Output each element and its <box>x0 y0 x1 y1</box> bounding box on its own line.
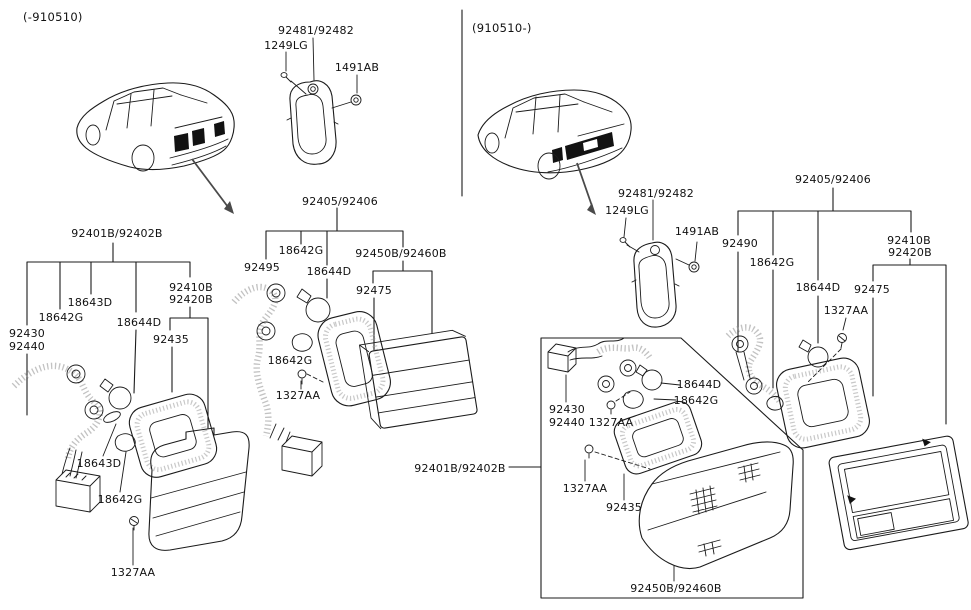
bulb-18643d-left-icon <box>103 411 121 423</box>
label-1327aa-box1: 1327AA <box>589 416 634 429</box>
label-assy-92401b-left: 92401B/92402B <box>71 227 162 240</box>
label-18644d-box: 18644D <box>677 378 722 391</box>
harness-92495-mid-illustration <box>231 283 286 437</box>
lens-92410b-right-illustration <box>828 435 969 551</box>
tree-92405-mid <box>265 207 433 390</box>
gasket-92475-right-illustration <box>776 357 870 449</box>
nut-1491ab-right-icon <box>688 261 700 273</box>
label-assy-92405-right: 92405/92406 <box>795 173 871 186</box>
label-92430-box: 92430 <box>549 403 585 416</box>
harness-92490-illustration <box>725 324 784 411</box>
bulb-18642g-mid-icon <box>291 333 313 352</box>
label-1327aa-box2: 1327AA <box>563 482 608 495</box>
label-assy-92405-mid: 92405/92406 <box>302 195 378 208</box>
bulb-18644d-left-icon <box>99 378 132 410</box>
lens-92450b-box-illustration <box>638 441 794 569</box>
label-18642g-mid-tree: 18642G <box>279 244 324 257</box>
section-left-header: (-910510) <box>23 10 83 24</box>
lens-92450b-mid-illustration <box>359 329 478 430</box>
gasket-92475-mid-illustration <box>317 311 391 407</box>
bulb-18642g-box-icon <box>622 390 644 409</box>
label-1327aa-lower-left: 1327AA <box>111 566 156 579</box>
bulb-18644d-mid-icon <box>296 288 331 323</box>
tree-92401b-left <box>26 242 209 566</box>
label-escutcheon-left: 92481/92482 <box>278 24 354 37</box>
label-92475-mid-tree: 92475 <box>356 284 392 297</box>
label-92410b-right: 92410B <box>887 234 931 247</box>
label-1491ab-left: 1491AB <box>335 61 379 74</box>
label-1249lg-left: 1249LG <box>264 39 308 52</box>
label-92450b-mid-tree: 92450B/92460B <box>355 247 446 260</box>
label-92420b-left: 92420B <box>169 293 213 306</box>
label-18644d-right-tree: 18644D <box>796 281 841 294</box>
bulb-18642g-box-leader <box>653 398 677 401</box>
car-rear-left-illustration <box>76 82 235 172</box>
label-18642g-box: 18642G <box>674 394 719 407</box>
label-1327aa-right-tree: 1327AA <box>824 304 869 317</box>
bulb-18644d-right-icon <box>798 339 829 368</box>
label-1491ab-right: 1491AB <box>675 225 719 238</box>
label-92410b-left: 92410B <box>169 281 213 294</box>
escutcheon-right-illustration <box>631 241 680 328</box>
tail-lamp-left-dark <box>174 133 189 152</box>
label-18644d-mid-tree: 18644D <box>307 265 352 278</box>
gasket-92435-left-illustration <box>128 393 218 478</box>
label-18642g-left-tree: 18642G <box>39 311 84 324</box>
label-18643d-lower-left: 18643D <box>77 457 122 470</box>
label-92495-mid: 92495 <box>244 261 280 274</box>
screw-1249lg-left-icon <box>280 72 292 83</box>
bulb-18642g-left-icon <box>114 433 136 452</box>
label-18644d-left-tree: 18644D <box>117 316 162 329</box>
label-92440-left: 92440 <box>9 340 45 353</box>
harness-92430-left-illustration <box>11 362 104 479</box>
section-right-header: (910510-) <box>472 21 532 35</box>
label-assy-92401b-right: 92401B/92402B <box>414 462 505 475</box>
label-92430-left: 92430 <box>9 327 45 340</box>
escutcheon-right-leaders <box>623 199 698 266</box>
connector-mid-icon <box>269 423 323 477</box>
car-right-pointer-arrow <box>576 162 596 215</box>
connector-left-icon <box>55 469 101 513</box>
label-92435-left: 92435 <box>153 333 189 346</box>
label-92420b-right: 92420B <box>888 246 932 259</box>
gasket-92435-box-illustration <box>613 400 703 475</box>
lens-left-illustration <box>148 427 250 551</box>
label-92440-box: 92440 <box>549 416 585 429</box>
harness-right-box-illustration <box>567 337 653 393</box>
bulb-18644d-box-icon <box>635 364 663 391</box>
screw-1327aa-right-icon <box>837 333 847 349</box>
label-18642g-mid-lower: 18642G <box>268 354 313 367</box>
nut-1491ab-left-icon <box>350 94 362 106</box>
label-18642g-lower-left: 18642G <box>98 493 143 506</box>
label-1327aa-mid: 1327AA <box>276 389 321 402</box>
escutcheon-left-illustration <box>286 80 339 165</box>
screw-1327aa-box1-icon <box>606 391 631 415</box>
label-1249lg-right: 1249LG <box>605 204 649 217</box>
label-92435-box: 92435 <box>606 501 642 514</box>
connector-right-box-icon <box>547 343 577 373</box>
escutcheon-left-leaders <box>285 37 358 109</box>
label-18643d-left-tree: 18643D <box>68 296 113 309</box>
car-rear-right-illustration <box>477 89 632 180</box>
label-92475-right: 92475 <box>854 283 890 296</box>
bulb-18644d-box-leader <box>660 382 681 386</box>
tree-92405-right <box>737 187 947 425</box>
label-escutcheon-right: 92481/92482 <box>618 187 694 200</box>
label-92450b-box: 92450B/92460B <box>630 582 721 595</box>
label-18642g-right-tree: 18642G <box>750 256 795 269</box>
label-92490-right: 92490 <box>722 237 758 250</box>
screw-1327aa-mid-icon <box>297 369 307 385</box>
screw-1327aa-left-icon <box>129 516 139 531</box>
car-left-pointer-arrow <box>191 158 234 214</box>
assy-92401b-right-box <box>540 337 804 599</box>
screw-1327aa-box2-icon <box>584 444 651 482</box>
